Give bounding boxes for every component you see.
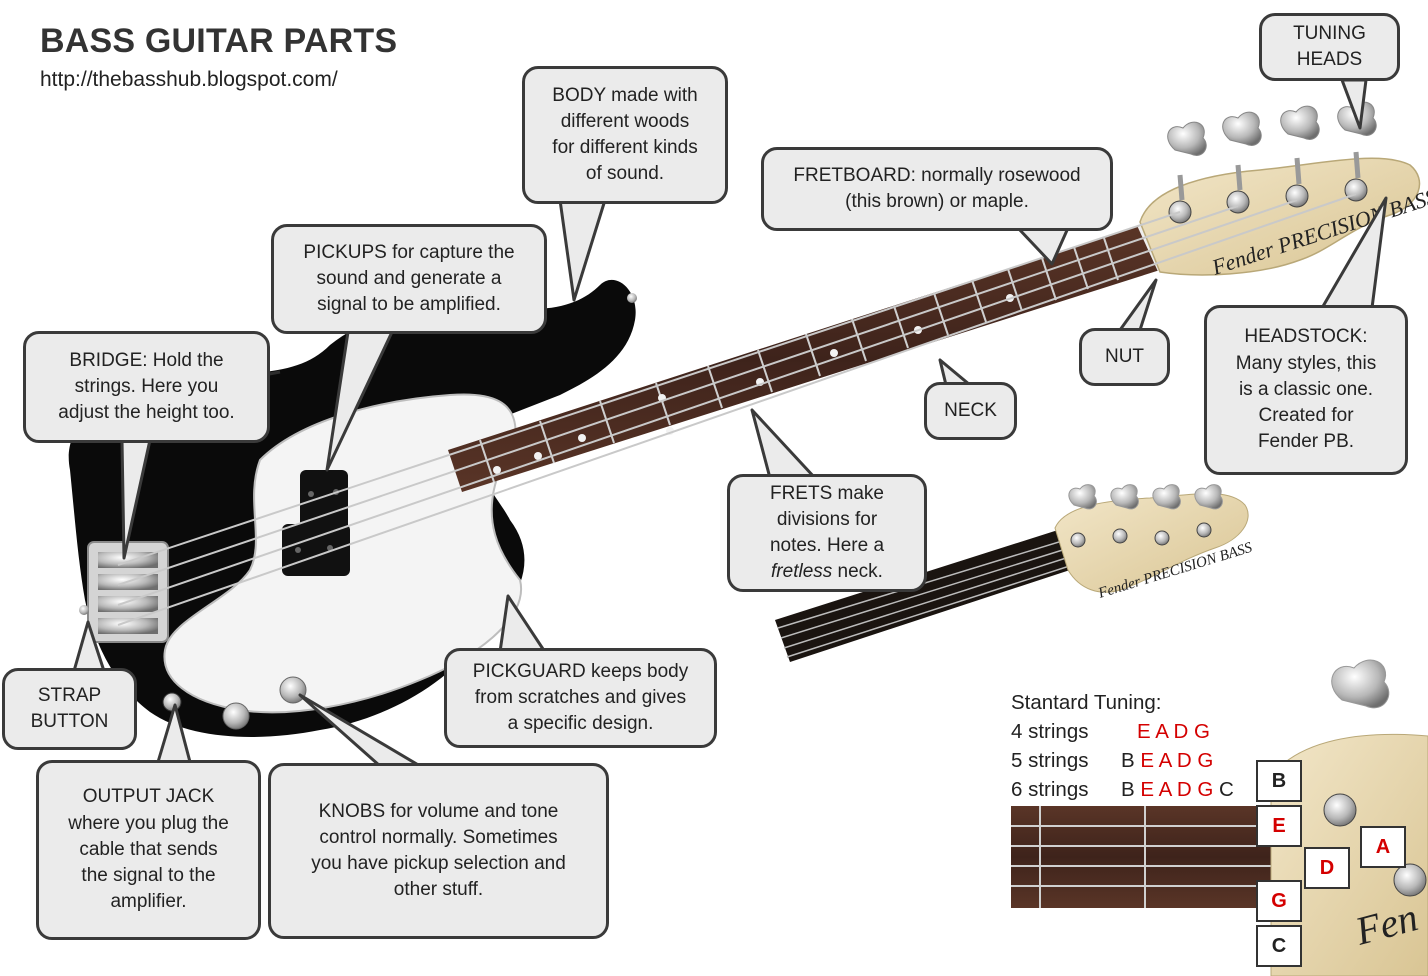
tuning-heading: Stantard Tuning: — [1011, 691, 1162, 714]
tuning-row-6: 6 strings B E A D G C — [1011, 778, 1234, 801]
callout-fretboard: FRETBOARD: normally rosewood(this brown)… — [761, 147, 1113, 231]
string-label-b: B — [1256, 760, 1302, 802]
tuning-row-4: 4 strings E A D G — [1011, 720, 1210, 743]
string-label-e: E — [1256, 805, 1302, 847]
tuning-inset: Fen — [1011, 659, 1428, 976]
string-label-d: D — [1304, 847, 1350, 889]
page-subtitle: http://thebasshub.blogspot.com/ — [40, 68, 338, 91]
page-title: BASS GUITAR PARTS — [40, 22, 398, 60]
callout-tails — [72, 78, 1388, 768]
string-label-c: C — [1256, 925, 1302, 967]
strap-buttons — [79, 293, 637, 615]
string-label-g: G — [1256, 880, 1302, 922]
callout-neck: NECK — [924, 382, 1017, 440]
tuning-row-5: 5 strings B E A D G — [1011, 749, 1214, 772]
string-label-a: A — [1360, 826, 1406, 868]
callout-nut: NUT — [1079, 328, 1170, 386]
strings — [117, 193, 1357, 626]
standard-tuning: Stantard Tuning: 4 strings E A D G 5 str… — [1011, 688, 1234, 804]
